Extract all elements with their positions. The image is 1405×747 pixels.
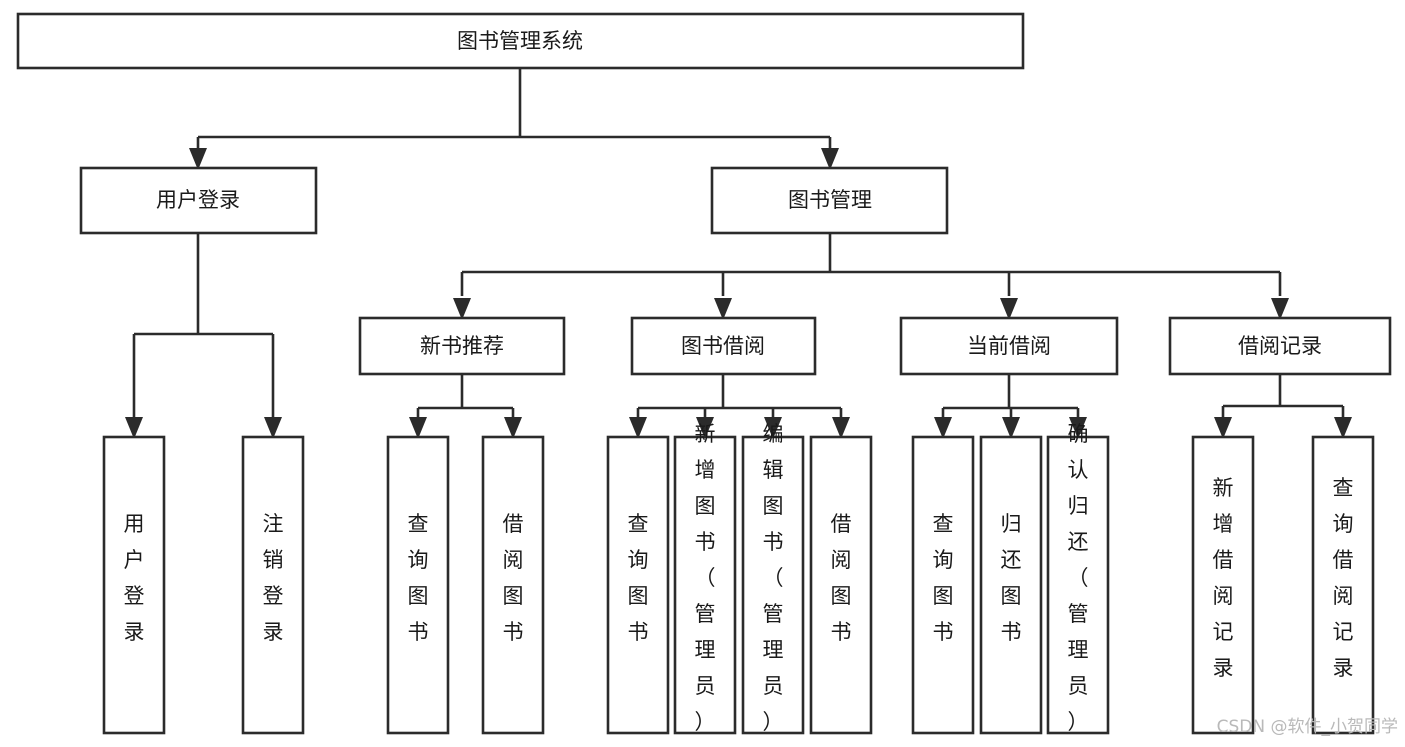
- leaf-edit-book-box[interactable]: [741, 435, 805, 735]
- leaf-borrow-book-1-box[interactable]: [481, 435, 545, 735]
- leaf-query-record-label: 查询借阅记录: [1333, 476, 1354, 680]
- node-new-book-recommend-box[interactable]: [358, 316, 566, 376]
- node-new-book-recommend[interactable]: 新书推荐: [358, 316, 566, 376]
- watermark-label: CSDN @软件_小贺同学: [1217, 717, 1398, 737]
- leaf-user-login-label: 用户登录: [124, 512, 145, 644]
- leaf-return-book-box[interactable]: [979, 435, 1043, 735]
- leaf-add-record[interactable]: 新增借阅记录: [1191, 435, 1255, 735]
- arrow-root-to-book-manage: [821, 148, 839, 170]
- node-new-book-recommend-label: 新书推荐: [420, 334, 504, 358]
- node-book-manage-box[interactable]: [710, 166, 949, 235]
- leaf-user-login-box[interactable]: [102, 435, 166, 735]
- leaf-borrow-book-2[interactable]: 借阅图书: [809, 435, 873, 735]
- leaf-query-book-1-box[interactable]: [386, 435, 450, 735]
- node-borrow-record[interactable]: 借阅记录: [1168, 316, 1392, 376]
- leaf-query-book-2-box[interactable]: [606, 435, 670, 735]
- leaf-add-book[interactable]: 新增图书（管理员）: [673, 422, 737, 735]
- node-borrow-record-box[interactable]: [1168, 316, 1392, 376]
- node-root-label: 图书管理系统: [457, 29, 583, 53]
- node-root-box[interactable]: [16, 12, 1025, 70]
- arrow-root-to-user-login: [189, 148, 207, 170]
- node-user-login-box[interactable]: [79, 166, 318, 235]
- leaf-add-book-box[interactable]: [673, 435, 737, 735]
- leaf-logout-login[interactable]: 注销登录: [241, 435, 305, 735]
- leaf-query-record[interactable]: 查询借阅记录: [1311, 435, 1375, 735]
- leaf-logout-login-box[interactable]: [241, 435, 305, 735]
- node-book-borrow-box[interactable]: [630, 316, 817, 376]
- leaf-borrow-book-2-box[interactable]: [809, 435, 873, 735]
- connector-layer: [125, 68, 1352, 439]
- leaf-confirm-return[interactable]: 确认归还（管理员）: [1046, 422, 1110, 735]
- leaf-add-record-label: 新增借阅记录: [1213, 476, 1234, 680]
- leaf-query-book-3-box[interactable]: [911, 435, 975, 735]
- node-current-borrow[interactable]: 当前借阅: [899, 316, 1119, 376]
- node-book-manage-label: 图书管理: [788, 188, 872, 212]
- leaf-edit-book[interactable]: 编辑图书（管理员）: [741, 422, 805, 735]
- node-book-borrow[interactable]: 图书借阅: [630, 316, 817, 376]
- leaf-add-record-box[interactable]: [1191, 435, 1255, 735]
- node-borrow-record-label: 借阅记录: [1238, 334, 1322, 358]
- node-user-login-label: 用户登录: [156, 188, 240, 212]
- leaf-query-book-1[interactable]: 查询图书: [386, 435, 450, 735]
- leaf-borrow-book-1-label: 借阅图书: [503, 512, 524, 644]
- leaf-query-book-3-label: 查询图书: [933, 512, 954, 644]
- leaf-confirm-return-box[interactable]: [1046, 435, 1110, 735]
- leaf-query-book-3[interactable]: 查询图书: [911, 435, 975, 735]
- leaf-borrow-book-2-label: 借阅图书: [831, 512, 852, 644]
- leaf-query-record-box[interactable]: [1311, 435, 1375, 735]
- leaf-add-book-label: 新增图书（管理员）: [695, 422, 716, 734]
- leaf-edit-book-label: 编辑图书（管理员）: [763, 422, 784, 734]
- node-book-manage[interactable]: 图书管理: [710, 166, 949, 235]
- leaf-return-book-label: 归还图书: [1001, 512, 1022, 644]
- leaf-query-book-1-label: 查询图书: [408, 512, 429, 644]
- leaf-user-login[interactable]: 用户登录: [102, 435, 166, 735]
- leaf-borrow-book-1[interactable]: 借阅图书: [481, 435, 545, 735]
- node-current-borrow-box[interactable]: [899, 316, 1119, 376]
- leaf-return-book[interactable]: 归还图书: [979, 435, 1043, 735]
- leaf-query-book-2[interactable]: 查询图书: [606, 435, 670, 735]
- leaf-query-book-2-label: 查询图书: [628, 512, 649, 644]
- node-root[interactable]: 图书管理系统: [16, 12, 1025, 70]
- node-current-borrow-label: 当前借阅: [967, 334, 1051, 358]
- node-user-login[interactable]: 用户登录: [79, 166, 318, 235]
- node-book-borrow-label: 图书借阅: [681, 334, 765, 358]
- leaf-confirm-return-label: 确认归还（管理员）: [1068, 422, 1089, 734]
- leaf-logout-login-label: 注销登录: [263, 512, 284, 644]
